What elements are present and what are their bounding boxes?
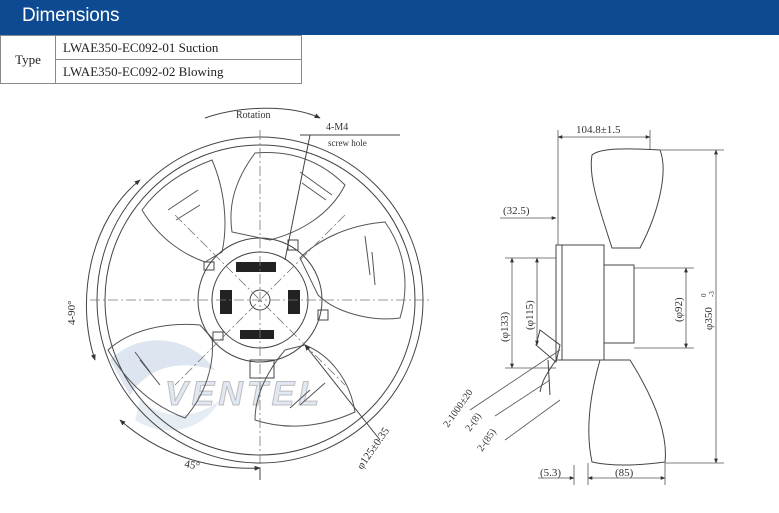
d-115-label: (φ115) bbox=[524, 300, 536, 330]
screw-label: 4-M4 bbox=[326, 122, 348, 133]
d-350-label: φ350 bbox=[703, 307, 715, 330]
d-5-3-label: (5.3) bbox=[540, 467, 561, 479]
table-row: LWAE350-EC092-02 Blowing bbox=[1, 59, 302, 84]
type-label: Type bbox=[0, 35, 56, 84]
angle-45-label: 45° bbox=[183, 458, 200, 472]
side-blade-top bbox=[590, 148, 664, 249]
type-table: Type LWAE350-EC092-01 Suction LWAE350-EC… bbox=[0, 35, 302, 84]
hub-slots bbox=[220, 262, 300, 339]
d-85-label: (85) bbox=[615, 467, 634, 479]
rotation-label: Rotation bbox=[236, 110, 270, 121]
model-mode: Blowing bbox=[178, 63, 224, 79]
side-view bbox=[469, 130, 724, 485]
rotation-arrow bbox=[204, 107, 321, 119]
cable-85-label: 2-(85) bbox=[475, 427, 498, 454]
angle-arc-90 bbox=[85, 179, 141, 361]
type-row-1: LWAE350-EC092-01 Suction bbox=[55, 35, 302, 60]
fan-blades bbox=[107, 152, 406, 427]
side-blade-bottom bbox=[588, 359, 666, 466]
model-code: LWAE350-EC092-01 bbox=[63, 39, 176, 55]
dimension-drawing: VENTEL bbox=[66, 107, 724, 485]
motor-body bbox=[555, 244, 605, 361]
watermark-logo: VENTEL bbox=[110, 340, 323, 431]
cable-8-label: 2-(8) bbox=[463, 411, 483, 434]
d-32-5-label: (32.5) bbox=[503, 205, 530, 217]
depth-label: 104.8±1.5 bbox=[576, 124, 621, 136]
header-title: Dimensions bbox=[22, 5, 120, 26]
watermark-text: VENTEL bbox=[165, 375, 323, 413]
d-133-label: (φ133) bbox=[499, 311, 511, 342]
angle-arc-45 bbox=[119, 419, 261, 471]
rotor-hub bbox=[603, 264, 635, 344]
type-row-2: LWAE350-EC092-02 Blowing bbox=[55, 59, 302, 84]
model-mode: Suction bbox=[178, 39, 219, 55]
d-350-tol-lower: -3 bbox=[708, 291, 716, 297]
front-view: VENTEL bbox=[85, 107, 430, 480]
screw-note: screw hole bbox=[328, 138, 367, 148]
d-92-label: (φ92) bbox=[673, 297, 685, 322]
dimensions-header: Dimensions bbox=[0, 0, 779, 35]
dimension-lines bbox=[469, 130, 724, 485]
model-code: LWAE350-EC092-02 bbox=[63, 63, 176, 79]
table-row: Type LWAE350-EC092-01 Suction bbox=[0, 35, 302, 84]
cable bbox=[539, 359, 557, 393]
angle-90-label: 4-90° bbox=[66, 300, 78, 325]
d-350-tol-upper: 0 bbox=[700, 293, 708, 297]
